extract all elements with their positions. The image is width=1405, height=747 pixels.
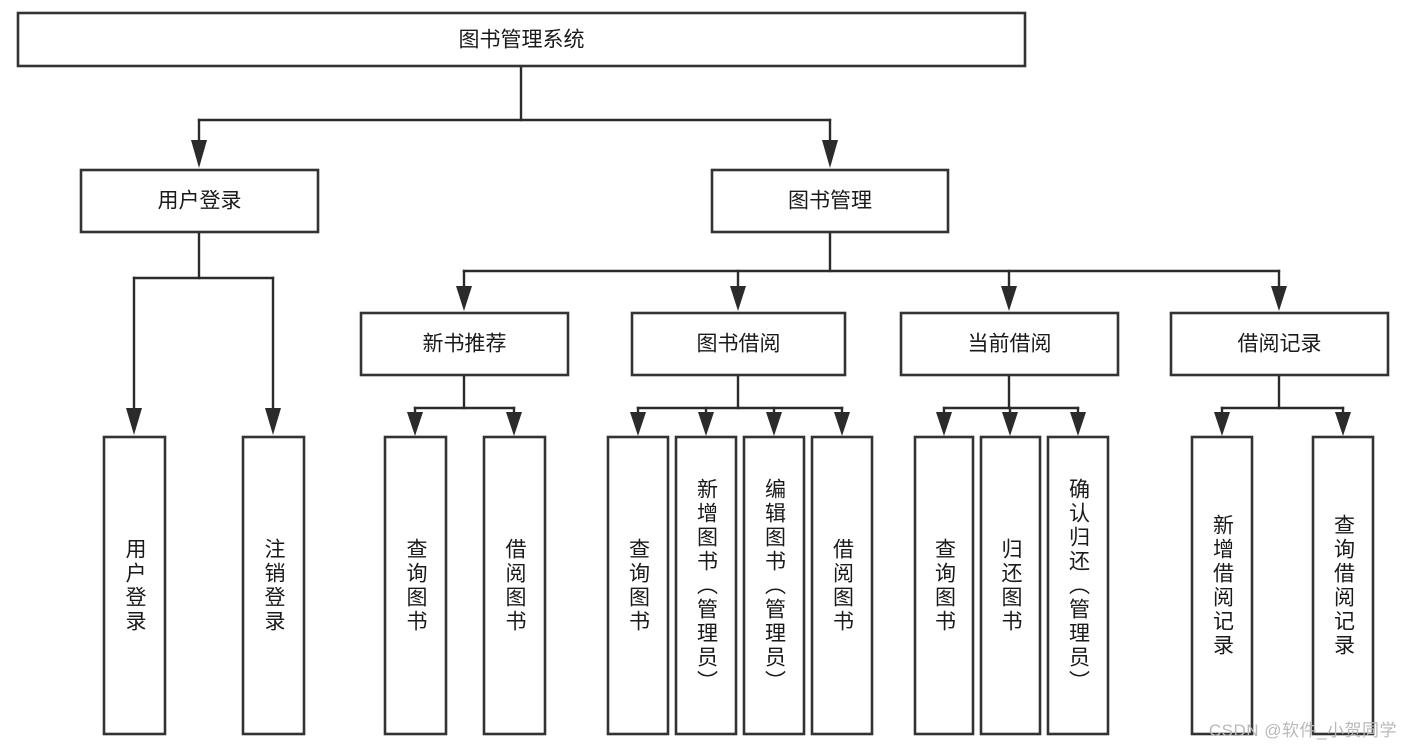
arrow-head-icon	[1001, 286, 1017, 311]
node-box-current-borrow[interactable]	[899, 311, 1120, 377]
node-label-new-book-recommend: 新书推荐	[423, 333, 507, 356]
arrow-head-icon	[730, 286, 746, 311]
node-box-new-book-recommend[interactable]	[359, 311, 570, 377]
node-box-leaf-logout-login[interactable]	[241, 435, 306, 736]
arrow-head-icon	[822, 140, 838, 168]
arrow-head-icon	[834, 412, 850, 436]
node-box-leaf-add-book-admin[interactable]	[674, 435, 738, 736]
arrow-head-icon	[407, 412, 423, 436]
node-box-leaf-user-login[interactable]	[102, 435, 167, 736]
node-label-current-borrow: 当前借阅	[968, 333, 1052, 356]
node-label-book-management: 图书管理	[788, 190, 872, 213]
node-box-book-management[interactable]	[710, 168, 950, 234]
arrow-head-icon	[1070, 412, 1086, 436]
node-box-leaf-add-borrow-record[interactable]	[1190, 435, 1254, 736]
arrow-head-icon	[1214, 412, 1230, 436]
arrow-head-icon	[506, 412, 522, 436]
node-box-leaf-edit-book-admin[interactable]	[742, 435, 806, 736]
arrow-head-icon	[1002, 412, 1018, 436]
arrow-head-icon	[936, 412, 952, 436]
arrow-head-icon	[456, 286, 472, 311]
node-box-book-borrow[interactable]	[630, 311, 847, 377]
node-box-leaf-query-borrow-record[interactable]	[1311, 435, 1375, 736]
arrow-head-icon	[126, 408, 142, 435]
node-label-user-login: 用户登录	[158, 190, 242, 213]
arrow-head-icon	[191, 140, 207, 168]
node-box-leaf-borrow-book[interactable]	[810, 435, 874, 736]
node-label-root: 图书管理系统	[459, 29, 585, 52]
node-box-borrow-record[interactable]	[1169, 311, 1390, 377]
node-label-borrow-record: 借阅记录	[1238, 333, 1322, 356]
node-box-leaf-borrow-book-recommend[interactable]	[482, 435, 547, 736]
connector-layer	[126, 64, 1351, 436]
arrow-head-icon	[1271, 286, 1287, 311]
arrow-head-icon	[1335, 412, 1351, 436]
node-label-book-borrow: 图书借阅	[697, 333, 781, 356]
arrow-head-icon	[630, 412, 646, 436]
node-box-user-login[interactable]	[79, 168, 320, 234]
node-box-leaf-confirm-return-admin[interactable]	[1046, 435, 1110, 736]
node-box-leaf-query-book-borrow[interactable]	[606, 435, 670, 736]
node-box-leaf-query-book-recommend[interactable]	[383, 435, 448, 736]
arrow-head-icon	[698, 412, 714, 436]
csdn-watermark: CSDN @软件_小贺同学	[1208, 721, 1397, 740]
node-layer: 图书管理系统 用户登录 图书管理 新书推荐 图书借阅 当前借阅 借阅记录	[16, 11, 1390, 736]
arrow-head-icon	[265, 408, 281, 435]
node-box-leaf-query-book-current[interactable]	[913, 435, 975, 736]
node-box-leaf-return-book[interactable]	[979, 435, 1042, 736]
arrow-head-icon	[766, 412, 782, 436]
node-box-root[interactable]	[16, 11, 1027, 68]
